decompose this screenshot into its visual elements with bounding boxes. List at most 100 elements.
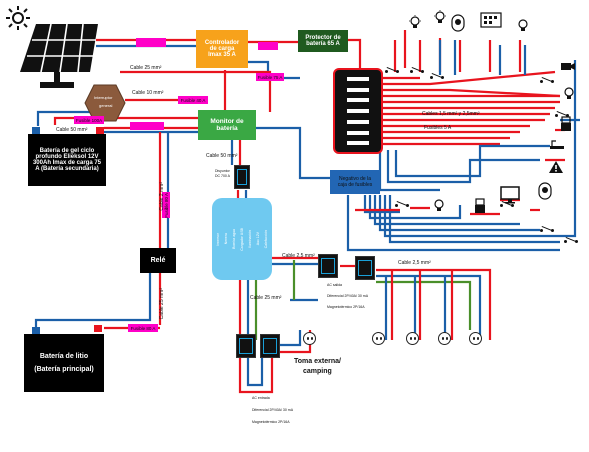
switch-icon bbox=[430, 72, 444, 80]
gel-battery: Batería de gel ciclo profundo Elieksol 1… bbox=[28, 134, 106, 186]
breaker-label: Calefacción bbox=[264, 229, 268, 249]
lithium-pos-terminal bbox=[94, 325, 102, 332]
lithium-battery-line2: (Batería principal) bbox=[34, 366, 94, 373]
lithium-battery: Batería de litio (Batería principal) bbox=[24, 334, 104, 392]
interruptor-line1: Interruptor bbox=[94, 95, 113, 100]
main-switch bbox=[84, 84, 126, 122]
ac-out-breaker bbox=[355, 256, 375, 280]
usb-icon bbox=[475, 198, 485, 213]
warning-icon bbox=[549, 161, 563, 173]
negative-box-line1: Negativo de la bbox=[339, 176, 371, 182]
fuse bbox=[130, 122, 164, 130]
ac-outlet bbox=[438, 332, 451, 345]
computer-icon bbox=[500, 186, 520, 204]
sun-icon bbox=[6, 6, 30, 30]
ac-out-differential bbox=[318, 254, 338, 278]
light-bulb-icon bbox=[564, 87, 574, 99]
switch-icon bbox=[410, 66, 424, 74]
fridge-icon bbox=[538, 182, 552, 200]
gel-battery-line1: Batería de gel ciclo bbox=[39, 148, 95, 154]
ac-outlet bbox=[372, 332, 385, 345]
ac-out-line2: Diferencial 2P/40A/ 30 mA bbox=[327, 294, 369, 298]
monitor-line2: batería bbox=[216, 125, 238, 132]
relay: Relé bbox=[140, 248, 176, 273]
tv-icon bbox=[480, 12, 502, 28]
switch-icon bbox=[564, 236, 578, 244]
fuse: Fusible 80 A bbox=[128, 324, 158, 332]
gel-battery-line3: 300Ah Imax de carga 75 bbox=[32, 160, 102, 166]
ac-in-breaker bbox=[260, 334, 280, 358]
controller-line3: Imax 35 A bbox=[208, 52, 236, 58]
controller-line1: Controlador bbox=[204, 40, 240, 46]
switch-icon bbox=[385, 66, 399, 74]
gel-battery-line2: profundo Elieksol 12V bbox=[35, 154, 99, 160]
fuse-label: Fusible 40 A bbox=[180, 97, 206, 103]
ac-out-line3: Magnetotérmico 2P/16A bbox=[327, 305, 365, 309]
relay-label: Relé bbox=[150, 257, 166, 264]
switch-icon bbox=[395, 200, 409, 208]
cable-label: Cable 2 mm² bbox=[159, 182, 165, 211]
monitor-line1: Monitor de bbox=[210, 118, 244, 125]
battery-protector: Protector de batería 65 A bbox=[298, 30, 348, 52]
breaker-label: Iluminación bbox=[248, 230, 252, 248]
light-bulb-icon bbox=[434, 10, 446, 23]
fuse: Fusible 75 A bbox=[256, 73, 284, 81]
fuse: Fusible 80 A bbox=[162, 192, 170, 218]
switch-icon bbox=[540, 76, 554, 84]
camera-icon bbox=[561, 63, 575, 70]
ac-in-line2: Diferencial 2P/40A/ 30 mA bbox=[252, 408, 294, 412]
disyuntor-line1: Disyuntor bbox=[215, 169, 230, 173]
switch-icon bbox=[555, 110, 569, 118]
cable-label: Fusibles 5 A bbox=[424, 125, 452, 131]
fuse-label: Fusible 75 A bbox=[257, 74, 283, 80]
breaker-label: Cargador USB bbox=[240, 227, 244, 251]
negative-box-line2: caja de fusibles bbox=[337, 182, 373, 188]
lithium-battery-line1: Batería de litio bbox=[39, 353, 89, 360]
controller-line2: de carga bbox=[209, 46, 235, 52]
cable-label: Cable 2,5 mm² bbox=[398, 260, 431, 266]
fuse-label: Fusible 80 A bbox=[130, 325, 156, 331]
dc-breaker bbox=[234, 165, 250, 189]
fan-icon bbox=[451, 14, 465, 32]
ac-outlet bbox=[469, 332, 482, 345]
ac-in-differential bbox=[236, 334, 256, 358]
cable-label: Cables 1,5 mm² y 2,5mm² bbox=[422, 111, 480, 117]
external-line2: camping bbox=[303, 368, 332, 375]
ac-in-line3: Magnetotérmico 2P/16A bbox=[252, 420, 290, 424]
cable-label: Cable 50 mm² bbox=[56, 127, 88, 133]
disyuntor-line2: DC 700 A bbox=[215, 174, 230, 178]
external-outlet bbox=[303, 332, 316, 345]
light-bulb-icon bbox=[434, 199, 444, 211]
fuse: Fusible 100A bbox=[74, 116, 104, 124]
interruptor-line2: general bbox=[99, 103, 113, 108]
usb-icon bbox=[561, 116, 571, 131]
solar-panel-icon bbox=[20, 23, 98, 88]
fuse-label: Fusible 100A bbox=[75, 117, 103, 123]
switch-icon bbox=[540, 225, 554, 233]
protector-line2: batería 65 A bbox=[306, 41, 340, 47]
breaker-label: Bomba agua bbox=[232, 229, 236, 249]
cable-label: Cable 2,5 mm² bbox=[282, 253, 315, 259]
fuse bbox=[258, 42, 278, 50]
cable-label: Cable 10 mm² bbox=[132, 90, 164, 96]
charge-controller: Controlador de carga Imax 35 A bbox=[196, 30, 248, 68]
gel-battery-neg-terminal bbox=[32, 127, 40, 134]
breaker-label: Nevera bbox=[224, 233, 228, 245]
ac-in-line1: AC entrada bbox=[252, 396, 270, 400]
fuse-box-negative: Negativo de la caja de fusibles bbox=[330, 170, 380, 194]
light-bulb-icon bbox=[518, 19, 528, 31]
cable-label: Cable 50 mm² bbox=[206, 153, 238, 159]
breaker-label: Inversor bbox=[216, 232, 220, 246]
gel-battery-pos-terminal bbox=[96, 127, 104, 134]
lithium-neg-terminal bbox=[32, 327, 40, 334]
fuse bbox=[136, 38, 166, 47]
ac-out-line1: AC salida bbox=[327, 283, 342, 287]
protector-line1: Protector de bbox=[305, 35, 341, 41]
cable-label: Cable 25 mm² bbox=[130, 65, 162, 71]
fuse: Fusible 40 A bbox=[178, 96, 208, 104]
ac-outlet bbox=[406, 332, 419, 345]
shower-icon bbox=[550, 140, 564, 149]
fuse-box bbox=[333, 68, 383, 154]
battery-monitor: Monitor de batería bbox=[198, 110, 256, 140]
